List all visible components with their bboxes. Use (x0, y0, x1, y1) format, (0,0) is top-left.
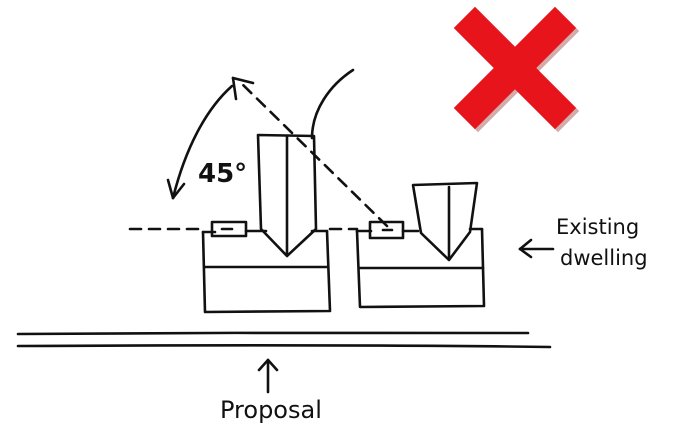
proposal-label: Proposal (220, 396, 322, 424)
ground-line (16, 331, 552, 349)
existing-label-line1: Existing (556, 215, 639, 239)
existing-dwelling-building (355, 181, 486, 309)
angle-45-line (231, 76, 389, 228)
proposal-building (201, 133, 332, 314)
existing-arrow (518, 238, 555, 259)
red-cross-icon (453, 6, 580, 133)
existing-label-line2: dwelling (560, 246, 648, 270)
pointer-curve (310, 68, 355, 140)
proposal-arrow (257, 358, 279, 394)
angle-label: 45° (198, 159, 247, 189)
angle-arc (166, 84, 234, 200)
